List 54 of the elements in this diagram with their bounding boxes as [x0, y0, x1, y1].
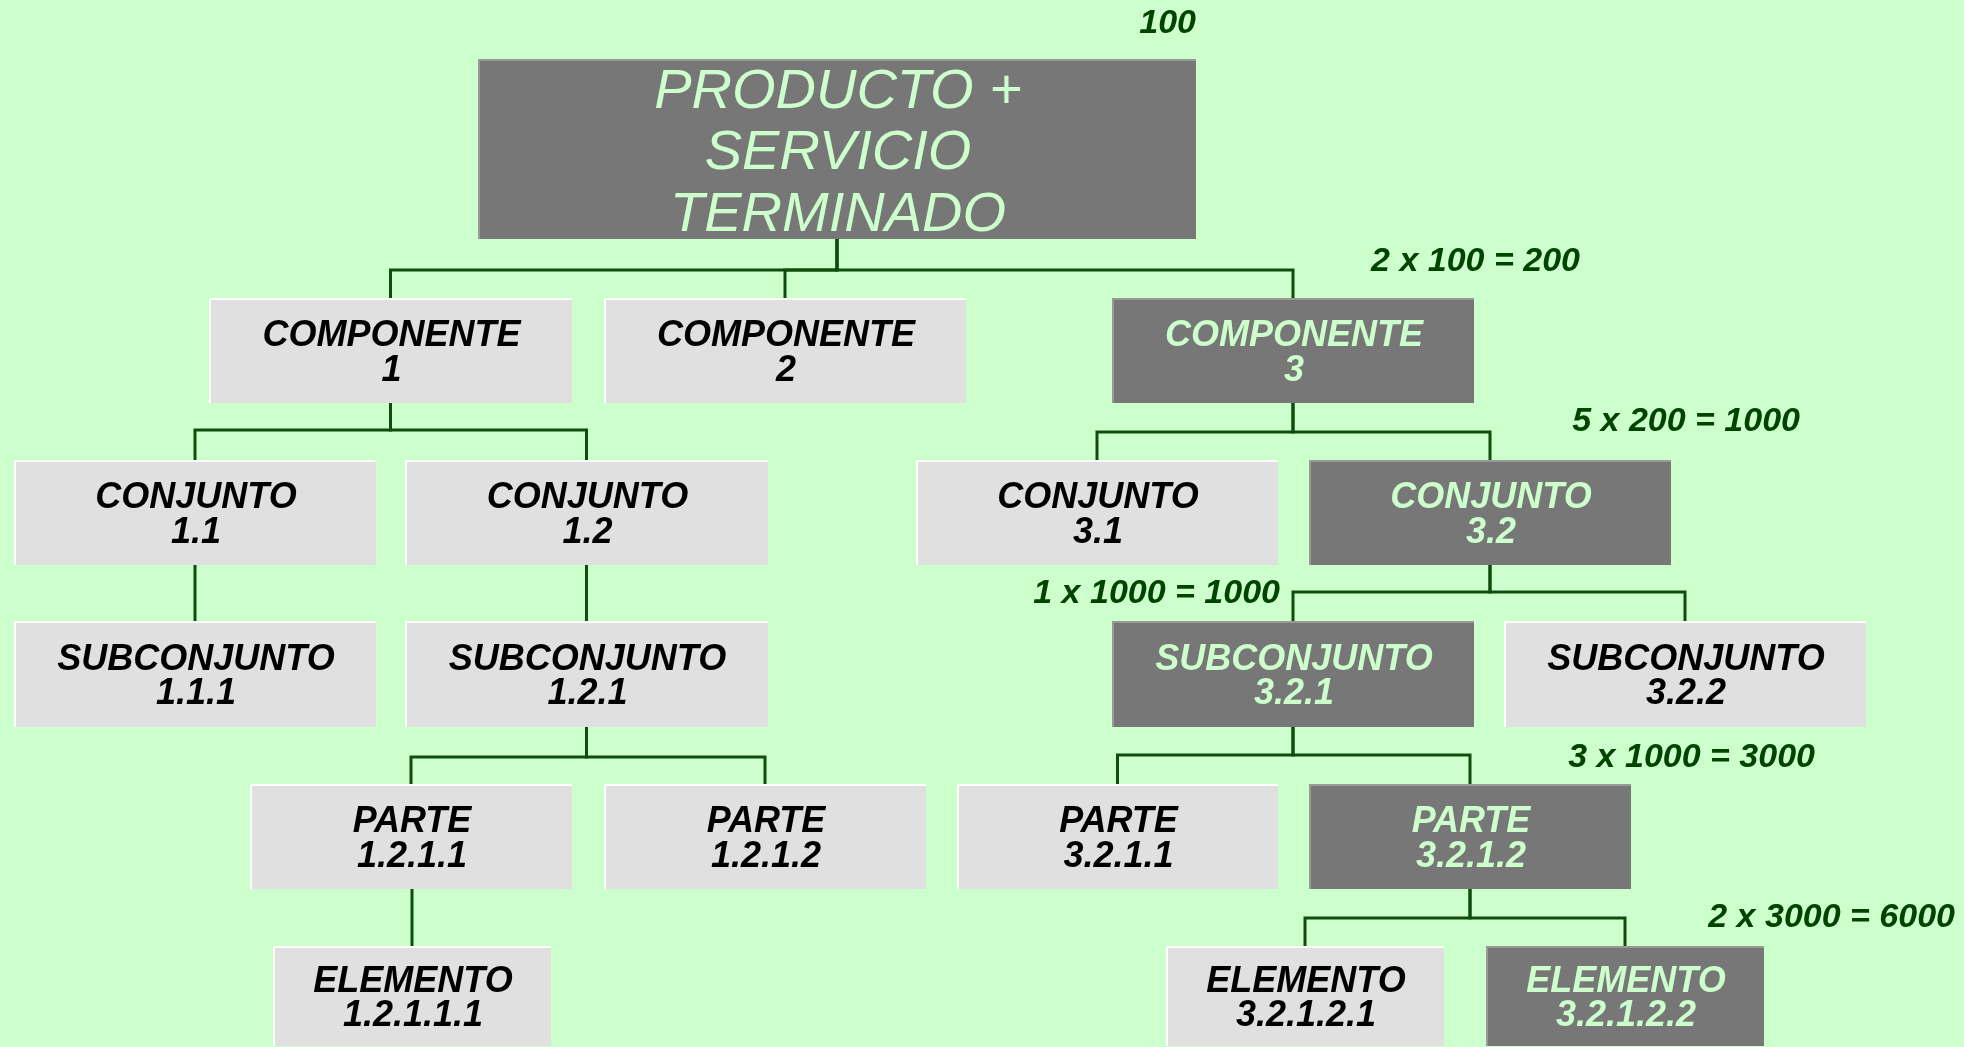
item-box: [250, 784, 572, 889]
highlighted-box: [1309, 784, 1631, 889]
connector-line: [193, 565, 197, 621]
quantity-label: 3 x 1000 = 3000: [1567, 738, 1815, 772]
connector-line: [1291, 403, 1492, 460]
item-box: [1166, 946, 1444, 1046]
item-box: [14, 621, 376, 727]
box-label: ELEMENTO 1.2.1.1.1: [313, 962, 513, 1032]
connector-line: [1468, 889, 1627, 946]
quantity-label: 1 x 1000 = 1000: [1032, 574, 1280, 608]
highlighted-box: [1112, 298, 1474, 403]
quantity-label: 2 x 100 = 200: [1369, 242, 1580, 276]
item-box: [405, 460, 768, 565]
quantity-label: 5 x 200 = 1000: [1571, 402, 1800, 436]
box-label: CONJUNTO 1.2: [486, 479, 689, 548]
box-label: PARTE 1.2.1.2: [706, 803, 826, 872]
connector-line: [585, 727, 767, 784]
connector-line: [1488, 565, 1687, 621]
item-box: [405, 621, 768, 727]
quantity-label: 2 x 3000 = 6000: [1706, 898, 1955, 932]
connector-line: [410, 889, 414, 946]
quantity-label: 100: [1138, 4, 1196, 38]
box-label: CONJUNTO 1.1: [95, 479, 297, 548]
box-label: PRODUCTO + SERVICIO TERMINADO: [653, 57, 1023, 243]
item-box: [604, 784, 926, 889]
box-label: COMPONENTE 1: [262, 317, 521, 386]
highlighted-box: [478, 59, 1196, 239]
box-label: SUBCONJUNTO 3.2.1: [1155, 640, 1433, 710]
connector-line: [585, 565, 588, 621]
box-label: PARTE 1.2.1.1: [352, 803, 472, 872]
item-box: [14, 460, 376, 565]
box-label: SUBCONJUNTO 3.2.2: [1547, 640, 1825, 710]
highlighted-box: [1486, 946, 1764, 1046]
box-label: SUBCONJUNTO 1.2.1: [448, 640, 727, 710]
box-label: CONJUNTO 3.2: [1390, 479, 1592, 548]
connector-line: [835, 239, 1295, 298]
box-label: SUBCONJUNTO 1.1.1: [57, 640, 335, 710]
item-box: [273, 946, 551, 1046]
box-label: CONJUNTO 3.1: [997, 479, 1199, 548]
box-label: PARTE 3.2.1.2: [1411, 803, 1531, 872]
item-box: [957, 784, 1278, 889]
box-label: ELEMENTO 3.2.1.2.2: [1526, 962, 1726, 1032]
box-label: COMPONENTE 2: [657, 317, 915, 386]
connector-line: [389, 403, 588, 460]
box-label: COMPONENTE 3: [1165, 317, 1423, 386]
highlighted-box: [1112, 621, 1474, 727]
connector-line: [1291, 727, 1472, 784]
box-label: PARTE 3.2.1.1: [1059, 803, 1178, 872]
box-label: ELEMENTO 3.2.1.2.1: [1206, 962, 1406, 1032]
item-box: [209, 298, 572, 403]
highlighted-box: [1309, 460, 1671, 565]
item-box: [604, 298, 966, 403]
item-box: [916, 460, 1278, 565]
item-box: [1504, 621, 1866, 727]
